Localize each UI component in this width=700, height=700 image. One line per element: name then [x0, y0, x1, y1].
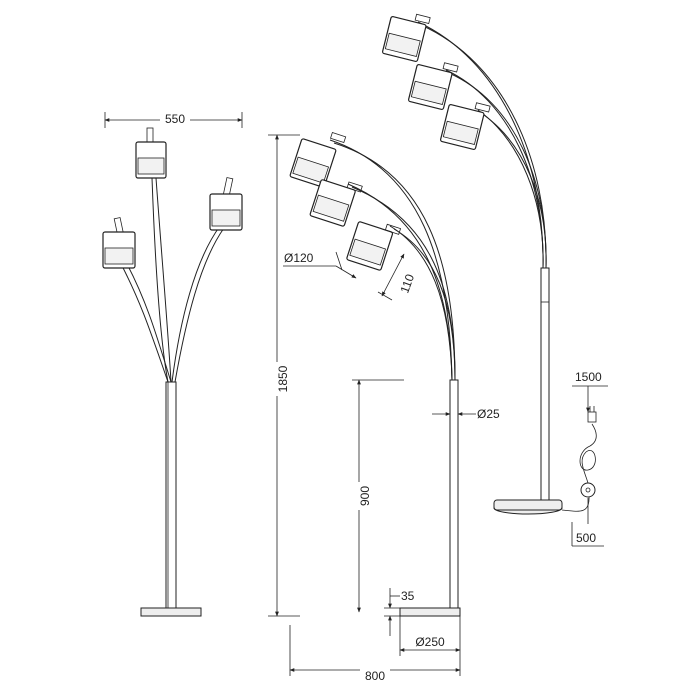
label-1500: 1500	[575, 370, 602, 384]
dim-reach-800: 800	[289, 625, 461, 683]
label-500: 500	[576, 531, 596, 545]
side-shade-1	[289, 131, 347, 188]
perspective-view: 1500 500	[382, 13, 608, 547]
plug-icon	[587, 411, 597, 423]
label-900: 900	[358, 486, 372, 506]
dim-pole-diameter: Ø25	[432, 407, 500, 421]
dim-width-550: 550	[104, 110, 243, 128]
front-base	[140, 607, 202, 617]
perspective-shade-1	[382, 13, 431, 62]
front-view: 550	[102, 110, 243, 617]
label-35: 35	[401, 589, 415, 603]
side-view: 1850	[268, 131, 500, 683]
front-arms	[119, 177, 225, 383]
label-1850: 1850	[276, 365, 290, 392]
side-pole	[449, 379, 459, 609]
perspective-pole	[540, 267, 550, 501]
label-shade-height: 110	[397, 272, 417, 295]
front-shade-top	[135, 127, 167, 179]
dim-shade-height: 110	[377, 253, 417, 301]
front-pole	[165, 381, 177, 609]
label-shade-diameter: Ø120	[284, 251, 314, 265]
label-800: 800	[365, 669, 385, 683]
front-shade-left	[102, 217, 136, 269]
side-shade-2	[309, 179, 363, 227]
dim-base-diameter: Ø250	[399, 616, 461, 656]
perspective-shade-3	[440, 102, 491, 150]
dim-height-1850: 1850	[268, 134, 300, 617]
foot-switch	[580, 482, 596, 498]
power-cable: 1500 500	[561, 370, 608, 547]
side-base	[399, 607, 461, 617]
label-pole-diameter: Ø25	[477, 407, 500, 421]
dim-shade-diameter: Ø120	[283, 251, 357, 279]
side-shade-3	[346, 221, 402, 271]
side-arms	[329, 139, 456, 381]
front-shade-right	[209, 177, 243, 231]
label-550: 550	[165, 112, 185, 126]
label-base-diameter: Ø250	[415, 635, 445, 649]
perspective-shade-2	[408, 62, 459, 110]
dim-height-900: 900	[352, 379, 404, 613]
perspective-arms	[417, 21, 547, 269]
